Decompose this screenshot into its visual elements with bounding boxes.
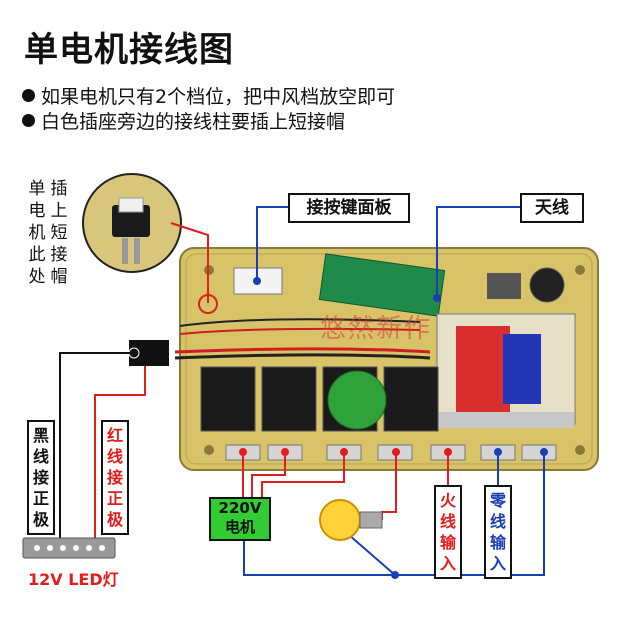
- label-char: 极: [106, 510, 123, 529]
- label-char: 正: [106, 489, 123, 508]
- label-char: 处: [28, 267, 46, 287]
- motor-voltage: 220V: [218, 499, 262, 517]
- short-cap-zoom: [82, 173, 182, 273]
- label-char: 零: [489, 491, 506, 510]
- label-char: 正: [32, 489, 49, 508]
- label-char: 机: [28, 223, 46, 243]
- label-char: 短: [50, 223, 68, 243]
- label-char: 线: [32, 447, 49, 466]
- label-char: 接: [32, 468, 49, 487]
- label-char: 电: [28, 201, 46, 221]
- label-char: 火: [439, 491, 456, 510]
- panel-label: 接按键面板: [288, 193, 410, 223]
- label-char: 此: [28, 245, 46, 265]
- label-char: 上: [50, 201, 68, 221]
- red-wire-label: 红 线 接 正 极: [101, 420, 129, 535]
- label-char: 入: [439, 554, 456, 573]
- label-char: 输: [439, 533, 456, 552]
- neutral-input-label: 零 线 输 入: [484, 485, 512, 579]
- note-2: 白色插座旁边的接线柱要插上短接帽: [22, 107, 345, 134]
- label-char: 输: [489, 533, 506, 552]
- short-cap-label-col1: 单 电 机 此 处: [28, 178, 46, 288]
- motor-label: 220V 电机: [209, 497, 271, 541]
- motor-text: 电机: [224, 518, 255, 536]
- diagram-title: 单电机接线图: [24, 30, 234, 70]
- label-char: 插: [50, 179, 68, 199]
- bullet-icon: [22, 89, 35, 102]
- label-char: 入: [489, 554, 506, 573]
- note-text: 如果电机只有2个档位，把中风档放空即可: [41, 86, 396, 108]
- bullet-icon: [22, 114, 35, 127]
- control-board: [174, 247, 599, 471]
- light-bulb-icon: [319, 499, 383, 541]
- label-char: 单: [28, 179, 46, 199]
- note-1: 如果电机只有2个档位，把中风档放空即可: [22, 82, 395, 109]
- label-char: 接: [106, 468, 123, 487]
- short-cap-label-col2: 插 上 短 接 帽: [50, 178, 68, 288]
- label-char: 极: [32, 510, 49, 529]
- led-label: 12V LED灯: [28, 570, 119, 589]
- label-char: 红: [106, 426, 123, 445]
- black-wire-label: 黑 线 接 正 极: [27, 420, 55, 535]
- led-strip-icon: [22, 537, 116, 559]
- watermark: 悠然新作: [320, 314, 433, 344]
- label-char: 线: [106, 447, 123, 466]
- label-char: 黑: [32, 426, 49, 445]
- label-char: 帽: [50, 267, 68, 287]
- label-char: 接: [50, 245, 68, 265]
- label-char: 线: [489, 512, 506, 531]
- note-text: 白色插座旁边的接线柱要插上短接帽: [41, 111, 346, 133]
- antenna-label: 天线: [520, 193, 584, 223]
- live-input-label: 火 线 输 入: [434, 485, 462, 579]
- label-char: 线: [439, 512, 456, 531]
